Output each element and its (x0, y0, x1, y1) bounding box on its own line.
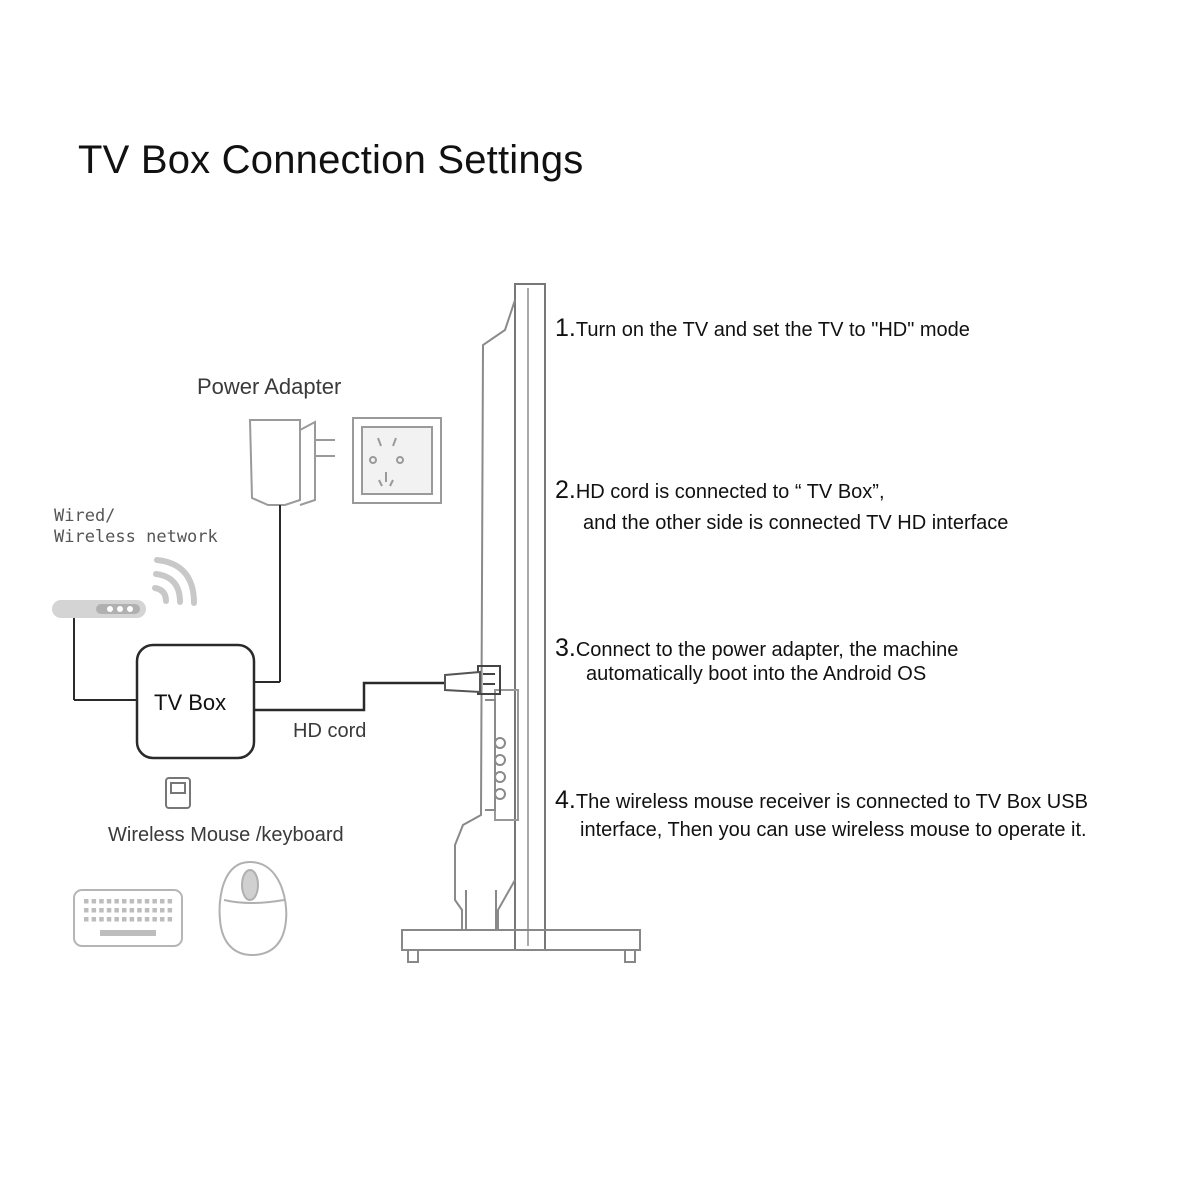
keyboard-key (144, 917, 150, 922)
keyboard-key (144, 908, 150, 913)
mouse-icon (218, 860, 288, 957)
keyboard-key (152, 917, 157, 922)
keyboard-key (129, 899, 135, 904)
keyboard-key (99, 917, 104, 922)
step-3: 3.Connect to the power adapter, the mach… (555, 634, 958, 663)
step-1-text: Turn on the TV and set the TV to "HD" mo… (575, 319, 970, 341)
step-3-text-line1: Connect to the power adapter, the machin… (575, 639, 959, 661)
step-4-number: 4. (555, 786, 576, 814)
keyboard-key (106, 899, 112, 904)
keyboard-key (84, 908, 89, 913)
keyboard-key (137, 908, 142, 913)
keyboard-key (137, 899, 142, 904)
power-adapter-label: Power Adapter (197, 374, 342, 399)
keyboard-key (152, 908, 157, 913)
step-4-text-line1: The wireless mouse receiver is connected… (575, 791, 1088, 813)
step-2-number: 2. (555, 476, 576, 504)
keyboard-key (114, 899, 119, 904)
hd-cord-label: HD cord (293, 720, 367, 742)
step-1: 1.Turn on the TV and set the TV to "HD" … (555, 314, 970, 343)
hd-cord-line (254, 681, 445, 712)
step-2-text-line1: HD cord is connected to “ TV Box”, (575, 481, 885, 503)
step-3-text-line2: automatically boot into the Android OS (586, 663, 927, 685)
keyboard-key (160, 908, 165, 913)
network-label-line1: Wired/ (54, 506, 116, 526)
wall-socket-icon (352, 417, 442, 504)
keyboard-key (152, 899, 157, 904)
step-4: 4.The wireless mouse receiver is connect… (555, 786, 1088, 815)
keyboard-key (122, 917, 127, 922)
step-4-text-line2: interface, Then you can use wireless mou… (580, 819, 1087, 841)
power-adapter-icon (248, 419, 335, 506)
step-3-number: 3. (555, 634, 576, 662)
keyboard-key (167, 899, 173, 904)
keyboard-icon (73, 889, 183, 947)
wireless-mouse-keyboard-label: Wireless Mouse /keyboard (108, 824, 344, 846)
tv-side-icon (401, 283, 641, 963)
keyboard-key (99, 899, 104, 904)
wifi-signal-icon (152, 557, 197, 606)
keyboard-key (129, 917, 135, 922)
step-2-text-line2: and the other side is connected TV HD in… (583, 512, 1009, 534)
keyboard-key (91, 908, 97, 913)
keyboard-key (91, 899, 97, 904)
keyboard-key (167, 917, 173, 922)
keyboard-key (84, 899, 89, 904)
keyboard-key (99, 908, 104, 913)
hd-plug-icon (444, 670, 481, 694)
keyboard-key (160, 917, 165, 922)
usb-receiver-icon (165, 777, 191, 809)
keyboard-key (129, 908, 135, 913)
network-label-line2: Wireless network (54, 527, 218, 547)
router-icon (52, 600, 146, 618)
keyboard-key (114, 908, 119, 913)
keyboard-key (167, 908, 173, 913)
tv-box-icon (135, 643, 256, 760)
keyboard-key (114, 917, 119, 922)
step-1-number: 1. (555, 314, 576, 342)
keyboard-key (144, 899, 150, 904)
keyboard-key (91, 917, 97, 922)
tv-box-label: TV Box (154, 690, 227, 715)
keyboard-key (84, 917, 89, 922)
keyboard-key (137, 917, 142, 922)
step-2: 2.HD cord is connected to “ TV Box”, (555, 476, 885, 505)
keyboard-key (106, 908, 112, 913)
keyboard-key (106, 917, 112, 922)
keyboard-key (160, 899, 165, 904)
page-title: TV Box Connection Settings (78, 138, 584, 182)
keyboard-key (122, 908, 127, 913)
keyboard-key (122, 899, 127, 904)
